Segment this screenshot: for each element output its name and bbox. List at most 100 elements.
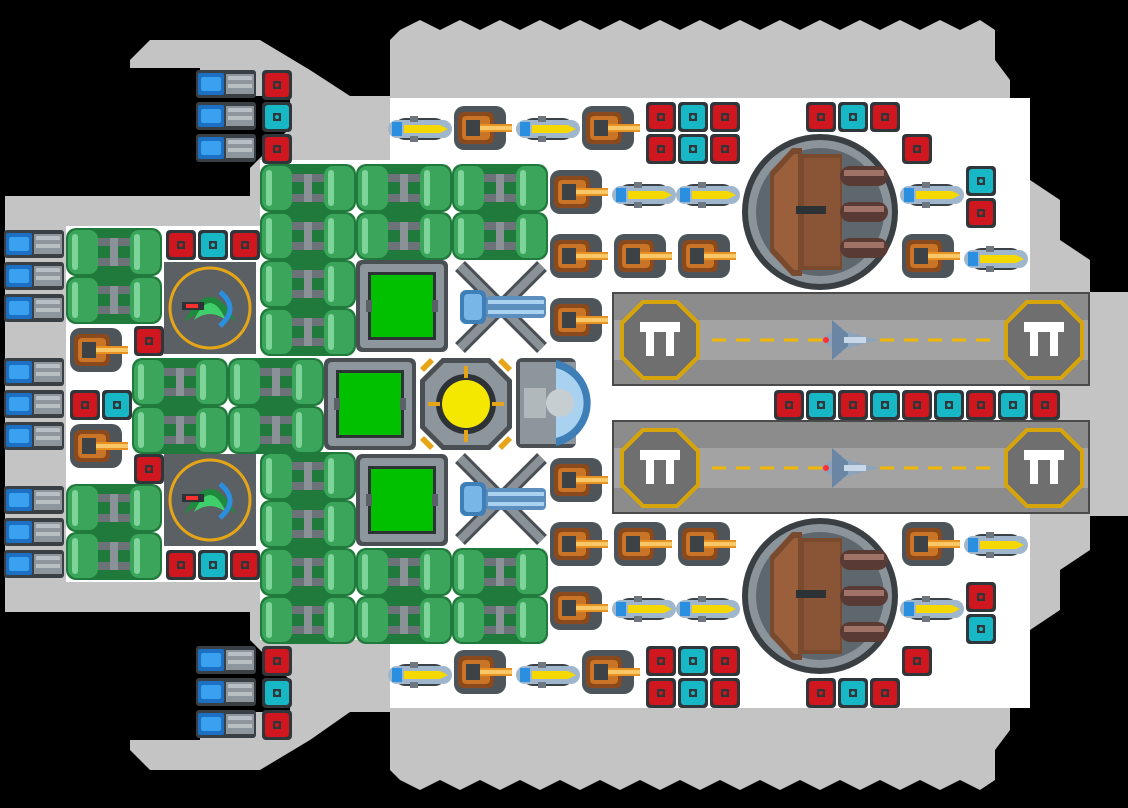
thruster-icon <box>196 70 256 98</box>
autocannon-icon <box>550 458 608 502</box>
fuel-tank-icon <box>452 596 548 644</box>
armor-block-icon[interactable] <box>262 678 292 708</box>
shield-projector-icon[interactable] <box>164 454 256 546</box>
core-icon[interactable] <box>420 358 512 450</box>
armor-block-icon[interactable] <box>262 102 292 132</box>
armor-block-icon[interactable] <box>262 646 292 676</box>
armor-block-icon[interactable] <box>806 390 836 420</box>
fuel-tank-icon <box>452 548 548 596</box>
hangar-pad-icon <box>620 428 700 508</box>
armor-block-icon[interactable] <box>838 678 868 708</box>
hangar-pad-icon <box>620 300 700 380</box>
hangar-bay-bottom[interactable] <box>612 420 1090 514</box>
thruster-icon <box>4 550 64 578</box>
armor-block-icon[interactable] <box>806 678 836 708</box>
armor-block-icon[interactable] <box>902 390 932 420</box>
fuel-tank-icon <box>132 358 228 406</box>
armor-block-icon[interactable] <box>870 390 900 420</box>
thruster-bank-left[interactable] <box>4 230 64 578</box>
armor-block-icon[interactable] <box>134 326 164 356</box>
armor-block-icon[interactable] <box>678 646 708 676</box>
fuel-tank-icon <box>260 260 356 308</box>
thruster-icon <box>4 390 64 418</box>
thruster-icon <box>4 294 64 322</box>
fuel-tank-icon <box>452 164 548 212</box>
armor-block-icon[interactable] <box>134 454 164 484</box>
armor-block-icon[interactable] <box>710 678 740 708</box>
armor-block-icon[interactable] <box>710 134 740 164</box>
fuel-tank-icon <box>260 164 356 212</box>
autocannon-icon <box>454 650 512 694</box>
armor-block-icon[interactable] <box>838 390 868 420</box>
armor-block-icon[interactable] <box>646 646 676 676</box>
thruster-icon <box>4 486 64 514</box>
triple-cannon-turret-icon[interactable] <box>742 134 898 290</box>
fuel-tank-icon <box>356 164 452 212</box>
armor-block-icon[interactable] <box>166 230 196 260</box>
armor-block-icon[interactable] <box>102 390 132 420</box>
autocannon-icon <box>550 170 608 214</box>
armor-block-icon[interactable] <box>166 550 196 580</box>
thruster-bank-top[interactable] <box>196 70 256 162</box>
autocannon-icon <box>550 522 608 566</box>
fuel-tank-icon <box>260 308 356 356</box>
hangar-bay-top[interactable] <box>612 292 1090 386</box>
armor-block-icon[interactable] <box>806 102 836 132</box>
armor-block-icon[interactable] <box>934 390 964 420</box>
armor-block-icon[interactable] <box>230 230 260 260</box>
thruster-icon <box>4 422 64 450</box>
fuel-tank-icon <box>66 484 162 532</box>
armor-block-icon[interactable] <box>774 390 804 420</box>
fuel-tank-icon <box>132 406 228 454</box>
shield-projector-icon[interactable] <box>164 262 256 354</box>
autocannon-icon <box>582 650 640 694</box>
armor-block-icon[interactable] <box>646 134 676 164</box>
autocannon-icon <box>902 234 960 278</box>
autocannon-icon <box>70 424 128 468</box>
autocannon-icon <box>550 586 608 630</box>
armor-block-icon[interactable] <box>870 678 900 708</box>
reactor-icon[interactable] <box>356 454 448 546</box>
fuel-tank-icon <box>260 596 356 644</box>
fuel-tank-icon <box>260 500 356 548</box>
armor-block-icon[interactable] <box>902 134 932 164</box>
armor-block-icon[interactable] <box>998 390 1028 420</box>
reactor-icon[interactable] <box>324 358 416 450</box>
armor-block-icon[interactable] <box>198 230 228 260</box>
autocannon-icon <box>70 328 128 372</box>
armor-block-icon[interactable] <box>1030 390 1060 420</box>
thruster-bank-bottom[interactable] <box>196 646 256 738</box>
fuel-tank-icon <box>356 212 452 260</box>
armor-block-icon[interactable] <box>262 710 292 740</box>
armor-block-icon[interactable] <box>646 678 676 708</box>
armor-block-icon[interactable] <box>966 198 996 228</box>
thruster-icon <box>196 710 256 738</box>
armor-block-icon[interactable] <box>902 646 932 676</box>
armor-block-icon[interactable] <box>678 134 708 164</box>
armor-block-icon[interactable] <box>966 166 996 196</box>
armor-block-icon[interactable] <box>198 550 228 580</box>
reactor-icon[interactable] <box>356 260 448 352</box>
armor-block-icon[interactable] <box>678 102 708 132</box>
armor-block-icon[interactable] <box>678 678 708 708</box>
armor-block-icon[interactable] <box>262 134 292 164</box>
thruster-icon <box>196 134 256 162</box>
armor-block-icon[interactable] <box>710 646 740 676</box>
fuel-tank-icon <box>356 548 452 596</box>
armor-block-icon[interactable] <box>646 102 676 132</box>
triple-cannon-turret-icon[interactable] <box>742 518 898 674</box>
armor-block-icon[interactable] <box>966 582 996 612</box>
autocannon-icon <box>550 298 608 342</box>
armor-block-icon[interactable] <box>70 390 100 420</box>
armor-block-icon[interactable] <box>838 102 868 132</box>
armor-block-icon[interactable] <box>870 102 900 132</box>
fuel-tank-icon <box>66 532 162 580</box>
armor-block-icon[interactable] <box>966 614 996 644</box>
armor-block-icon[interactable] <box>710 102 740 132</box>
armor-block-icon[interactable] <box>230 550 260 580</box>
autocannon-icon <box>614 234 672 278</box>
armor-block-icon[interactable] <box>262 70 292 100</box>
armor-block-icon[interactable] <box>966 390 996 420</box>
hangar-pad-icon <box>1004 300 1084 380</box>
